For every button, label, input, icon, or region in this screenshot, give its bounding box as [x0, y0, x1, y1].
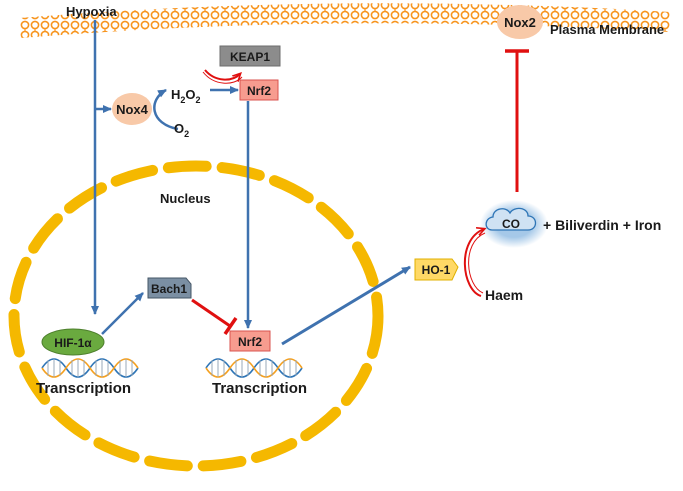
h2o2-label: H2O2: [171, 87, 201, 105]
nox2-node: [497, 5, 543, 39]
products-label: + Biliverdin + Iron: [543, 217, 661, 233]
bach1-label: Bach1: [151, 282, 187, 296]
nox2-label: Nox2: [504, 15, 536, 30]
nox4-node: [112, 93, 152, 125]
transcription-right-label: Transcription: [212, 380, 307, 397]
haem-label: Haem: [485, 287, 523, 303]
keap1-release-arrow: [204, 69, 240, 80]
keap1-release-outline: [202, 71, 243, 84]
bach1-inhibits-nrf2-bar: [223, 317, 238, 335]
haem-to-co-outline: [468, 232, 486, 294]
hif1a-node: [41, 328, 105, 356]
transcription-left-label: Transcription: [36, 380, 131, 397]
hif-to-bach1-arrow: [101, 292, 144, 335]
nox4-label: Nox4: [116, 102, 149, 117]
keap1-label: KEAP1: [230, 50, 270, 64]
bach1-inhibits-nrf2-line: [191, 298, 231, 328]
nrf2-cytoplasm-box: [239, 79, 279, 101]
o2-to-h2o2-arrow: [153, 88, 179, 131]
nucleus-envelope: [8, 160, 384, 472]
plasma-membrane: [19, 3, 671, 38]
dna-helix-right: [205, 358, 303, 378]
dna-helix-left: [41, 358, 139, 378]
plasma-membrane-label: Plasma Membrane: [550, 22, 664, 37]
bach1-box: [147, 277, 192, 299]
hif1a-label: HIF-1α: [54, 336, 92, 350]
haem-to-co-arrow: [463, 229, 484, 297]
keap1-box: [219, 45, 281, 67]
nrf2-nuclear-label: Nrf2: [238, 335, 262, 349]
nrf2-cytoplasm-label: Nrf2: [247, 84, 271, 98]
o2-label: O2: [174, 121, 189, 139]
co-cloud: [485, 207, 537, 231]
ho1-box: [414, 258, 459, 281]
nucleus-label: Nucleus: [160, 191, 211, 206]
hypoxia-label: Hypoxia: [66, 4, 117, 19]
ho1-label: HO-1: [422, 263, 451, 277]
nrf2-to-ho1-arrow: [281, 265, 411, 346]
nrf2-nuclear-box: [229, 330, 271, 352]
co-label: CO: [502, 217, 520, 231]
